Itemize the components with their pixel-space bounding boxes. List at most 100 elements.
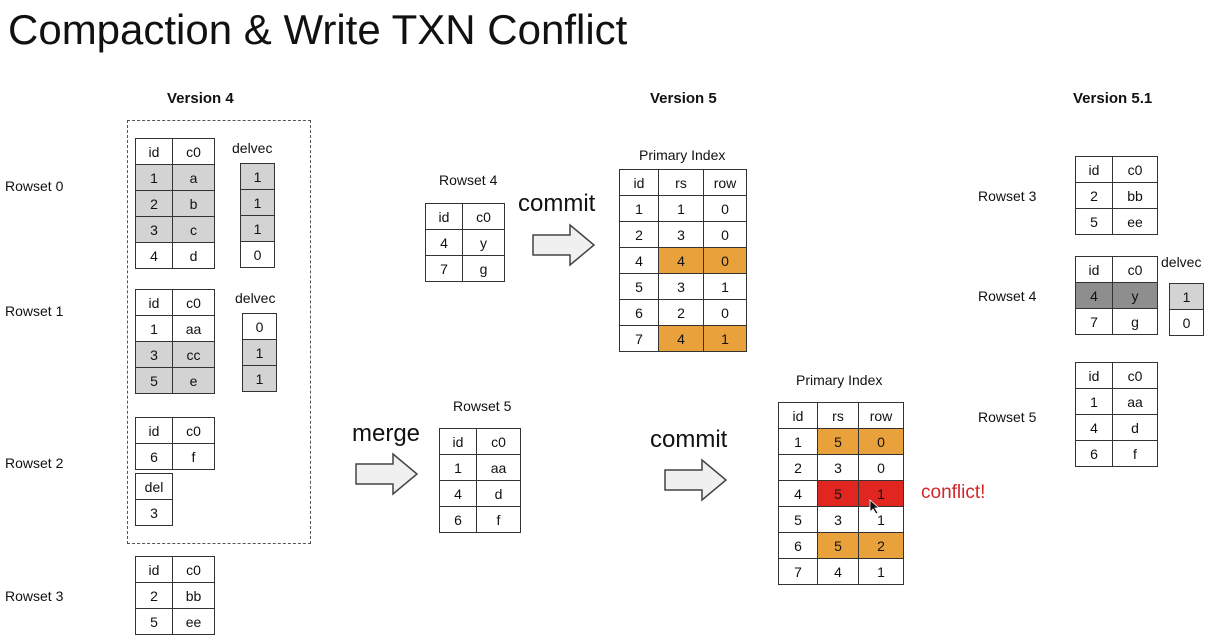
table-cell: 2 [136,583,172,608]
table-cell: 2 [136,191,172,216]
primary-index-top-caption: Primary Index [639,147,726,163]
table-header-cell: c0 [1113,257,1157,282]
table-cell: f [477,507,520,532]
table-cell: 6 [440,507,476,532]
table-cell: 1 [243,340,276,365]
commit-arrow-top-icon [532,223,596,267]
table-cell: y [1113,283,1157,308]
table-header-cell: id [136,139,172,164]
table-header-cell: c0 [1113,157,1157,182]
merge-label: merge [352,420,421,447]
table-cell: 1 [136,165,172,190]
table-header-cell: id [136,557,172,582]
table-cell: ee [173,609,214,634]
table-cell: 2 [659,300,703,325]
table-header-cell: row [859,403,903,428]
version-5-1-header: Version 5.1 [1073,90,1153,107]
table-cell: 0 [704,300,746,325]
table-header-cell: id [136,290,172,315]
table-header-cell: c0 [173,557,214,582]
table-cell: 7 [1076,309,1112,334]
table-cell: g [1113,309,1157,334]
table-cell: 5 [818,533,858,558]
table-cell: d [1113,415,1157,440]
primary-index-bottom-caption: Primary Index [796,372,883,388]
table-cell: 1 [704,326,746,351]
rowset-1-label: Rowset 1 [5,303,64,319]
table-cell: 1 [859,507,903,532]
table-cell: 1 [859,481,903,506]
table-header-cell: del [136,474,172,499]
table-cell: 3 [136,342,172,367]
table-cell: e [173,368,214,393]
v51-rowset-5-label: Rowset 5 [978,409,1037,425]
table-cell: c [173,217,214,242]
table-header-cell: id [136,418,172,443]
table-cell: 6 [779,533,817,558]
table-cell: 6 [136,444,172,469]
table-cell: cc [173,342,214,367]
table-cell: 4 [620,248,658,273]
table-cell: 4 [818,559,858,584]
table-cell: 7 [620,326,658,351]
table-cell: 1 [1170,284,1203,309]
table-cell: 1 [1076,389,1112,414]
table-cell: 5 [620,274,658,299]
rowset-3-label: Rowset 3 [5,588,64,604]
table-cell: 3 [818,507,858,532]
table-cell: 3 [136,500,172,525]
table-cell: 0 [241,242,274,267]
delvec-caption-rowset-0: delvec [232,140,273,156]
table-cell: 0 [1170,310,1203,335]
table-cell: 1 [659,196,703,221]
table-cell: 0 [859,429,903,454]
rowset-4-caption: Rowset 4 [439,172,498,188]
table-cell: 1 [136,316,172,341]
table-cell: 4 [440,481,476,506]
table-cell: 0 [859,455,903,480]
table-cell: aa [477,455,520,480]
rowset-0-label: Rowset 0 [5,178,64,194]
table-cell: 1 [440,455,476,480]
table-cell: bb [173,583,214,608]
table-cell: 0 [704,248,746,273]
table-cell: 1 [241,190,274,215]
table-cell: 6 [620,300,658,325]
table-cell: g [463,256,504,281]
v51-delvec-caption: delvec [1161,254,1202,270]
commit-label-bottom: commit [650,426,728,453]
table-cell: 1 [620,196,658,221]
table-header-cell: c0 [1113,363,1157,388]
table-header-cell: c0 [463,204,504,229]
version-4-header: Version 4 [167,90,234,107]
table-cell: bb [1113,183,1157,208]
table-cell: 3 [659,222,703,247]
delvec-caption-rowset-1: delvec [235,290,276,306]
table-cell: 1 [243,366,276,391]
table-header-cell: id [1076,257,1112,282]
table-cell: 7 [779,559,817,584]
table-cell: 3 [136,217,172,242]
v51-rowset-3-label: Rowset 3 [978,188,1037,204]
table-cell: 4 [136,243,172,268]
table-header-cell: c0 [173,290,214,315]
table-header-cell: id [1076,157,1112,182]
table-cell: 2 [1076,183,1112,208]
table-cell: a [173,165,214,190]
table-cell: 7 [426,256,462,281]
table-cell: 4 [779,481,817,506]
table-cell: aa [1113,389,1157,414]
table-cell: f [173,444,214,469]
table-cell: 2 [779,455,817,480]
commit-label-top: commit [518,190,596,217]
table-header-cell: id [440,429,476,454]
